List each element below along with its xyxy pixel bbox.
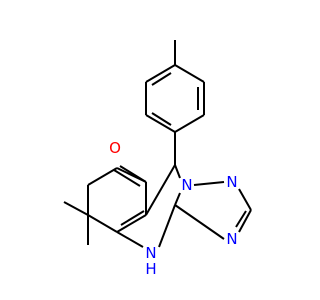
bond-ch2-fused: [87, 214, 118, 233]
bond-aryl-inner-c: [151, 72, 172, 86]
bond-c-n3-inner: [235, 210, 247, 228]
bond-n3-c: [174, 204, 225, 240]
bond-nh-c: [116, 231, 144, 248]
bond-c-n3: [238, 209, 252, 233]
atom-label-nitrogen-triazole-bottom: N: [226, 230, 237, 248]
bond-c-c-fused-inner: [120, 210, 145, 226]
bond-aryl-4: [145, 114, 176, 133]
bond-n1-n2: [193, 181, 225, 186]
bond-n2-c: [238, 188, 252, 211]
bond-aryl-inner-b: [151, 112, 172, 126]
atom-label-nitrogen-amine: N: [145, 244, 156, 262]
bond-aryl-3: [174, 114, 205, 133]
bond-cco-ch2: [116, 167, 147, 183]
atom-label-oxygen: O: [109, 139, 121, 157]
bond-cco-o-double: [113, 169, 141, 187]
bond-fused-ch: [145, 164, 176, 216]
molecule-structure-diagram: O N N N N H: [63, 40, 252, 278]
bond-n1-c: [174, 192, 181, 206]
bonds-layer: [63, 40, 252, 248]
bond-ch2-cme2: [87, 167, 118, 186]
bond-aryl-6: [145, 64, 176, 83]
bond-ch-n1: [174, 164, 181, 179]
bond-aryl-1: [174, 64, 205, 83]
atom-label-hydrogen-amine: H: [145, 260, 156, 278]
atom-label-nitrogen-triazole-top: N: [226, 173, 237, 191]
bond-c-c-fused: [116, 214, 147, 233]
atom-label-nitrogen-ring-fusion: N: [181, 176, 192, 194]
bond-methyl-1: [63, 201, 89, 216]
bond-c-nh: [158, 204, 176, 248]
